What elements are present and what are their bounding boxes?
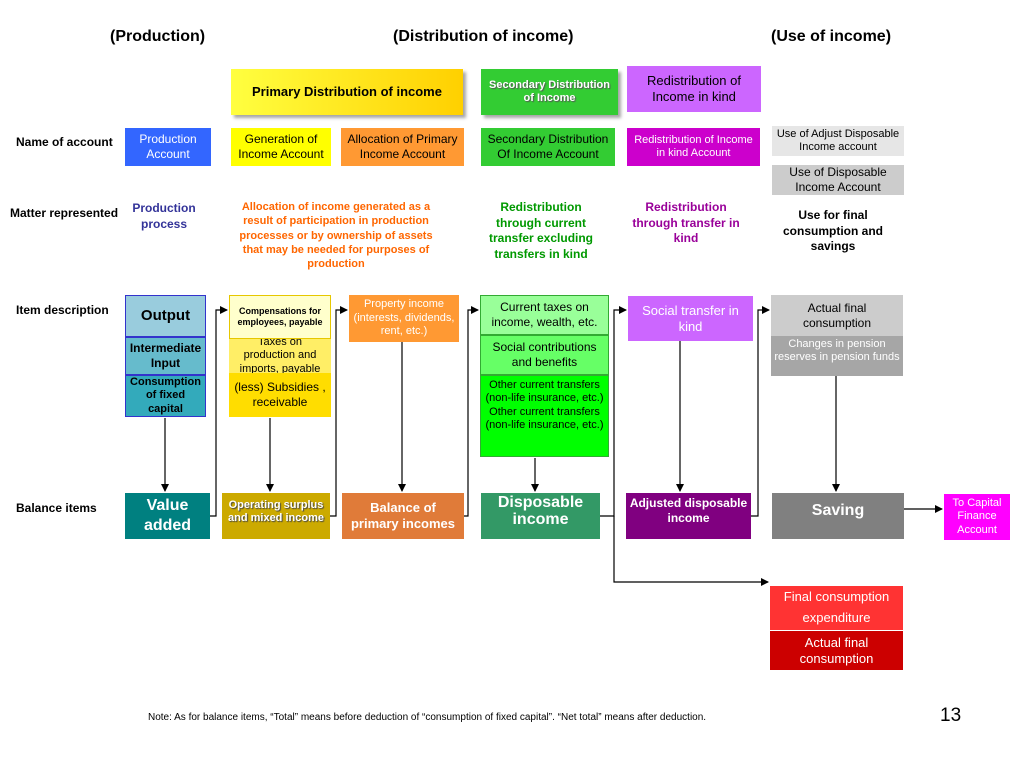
balance-value-added: Value added [125,493,210,539]
header-production: (Production) [110,28,206,45]
account-redistribution-in-kind: Redistribution of Income in kind Account [627,128,760,166]
account-generation-of-income: Generation of Income Account [231,128,331,166]
account-secondary-distribution: Secondary Distribution Of Income Account [481,128,615,166]
item-other-current-transfers: Other current transfers (non-life insura… [480,375,609,457]
balance-disposable-income: Disposable income [481,493,600,539]
account-use-adjusted-disposable: Use of Adjust Disposable Income account [772,126,904,156]
header-use: (Use of income) [771,28,892,45]
balance-primary-incomes: Balance of primary incomes [342,493,464,539]
item-actual-final-consumption: Actual final consumption [771,295,903,336]
account-allocation-primary-income: Allocation of Primary Income Account [341,128,464,166]
item-taxes-production-imports: Taxes on production and imports, payable [229,339,331,373]
group-primary-distribution: Primary Distribution of income [231,69,463,115]
account-production: Production Account [125,128,211,166]
account-use-disposable-income: Use of Disposable Income Account [772,165,904,195]
row-label-balance-items: Balance items [16,501,97,515]
matter-use: Use for final consumption and savings [783,208,883,254]
final-consumption-expenditure: Final consumption expenditure [770,586,903,630]
balance-adjusted-disposable-income: Adjusted disposable income [626,493,751,539]
item-consumption-fixed-capital: Consumption of fixed capital [125,375,206,417]
balance-saving: Saving [772,493,904,539]
matter-secondary: Redistribution through current transfer … [488,200,594,261]
group-secondary-distribution: Secondary Distribution of Income [481,69,618,115]
header-distribution: (Distribution of income) [393,28,574,45]
balance-to-capital-finance: To Capital Finance Account [944,494,1010,540]
item-compensations: Compensations for employees, payable [229,295,331,339]
item-property-income: Property income (interests, dividends, r… [349,295,459,342]
row-label-name-of-account: Name of account [16,135,113,149]
matter-production: Production process [132,201,196,231]
matter-allocation: Allocation of income generated as a resu… [239,201,433,271]
item-subsidies: (less) Subsidies , receivable [229,373,331,417]
group-redistribution-in-kind: Redistribution of Income in kind [627,66,761,112]
final-actual-consumption: Actual final consumption [770,631,903,670]
footnote: Note: As for balance items, “Total” mean… [148,712,707,723]
item-changes-pension-reserves: Changes in pension reserves in pension f… [771,336,903,376]
row-label-item-description: Item description [16,303,109,317]
matter-redistribution: Redistribution through transfer in kind [632,200,740,246]
balance-operating-surplus: Operating surplus and mixed income [222,493,330,539]
item-social-transfer-in-kind: Social transfer in kind [628,296,753,341]
page-number: 13 [940,705,962,726]
item-intermediate-input: Intermediate Input [125,337,206,375]
item-social-contributions: Social contributions and benefits [480,335,609,375]
row-label-matter-represented: Matter represented [10,206,119,220]
item-output: Output [125,295,206,337]
item-current-taxes: Current taxes on income, wealth, etc. [480,295,609,335]
